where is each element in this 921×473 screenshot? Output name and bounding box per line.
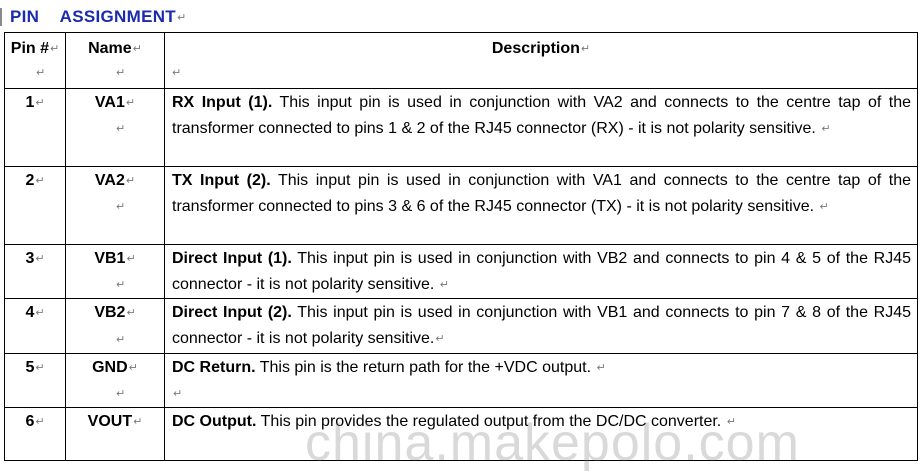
paragraph-mark-icon: ↵ bbox=[726, 416, 736, 429]
description-text: This input pin is used in conjunction wi… bbox=[172, 250, 912, 294]
paragraph-mark-icon: ↵ bbox=[580, 43, 591, 55]
paragraph-mark-icon: ↵ bbox=[126, 253, 136, 265]
description-text: This pin provides the regulated output f… bbox=[256, 413, 722, 431]
table-row: 5↵ GND↵↵ DC Return. This pin is the retu… bbox=[4, 352, 918, 409]
pin-name-cell: VA1↵↵ bbox=[65, 88, 165, 167]
pin-name-cell: VB2↵↵ bbox=[65, 298, 165, 354]
description-lead: DC Output. bbox=[172, 413, 257, 431]
description-lead: Direct Input (2). bbox=[172, 304, 292, 322]
pin-name-cell: GND↵↵ bbox=[65, 352, 165, 409]
header-pin: Pin #↵ ↵ bbox=[4, 32, 66, 89]
description-lead: TX Input (2). bbox=[172, 172, 271, 189]
paragraph-mark-icon: ↵ bbox=[116, 388, 126, 401]
table-row: 1↵ VA1↵↵ RX Input (1). This input pin is… bbox=[4, 88, 918, 167]
paragraph-mark-icon: ↵ bbox=[821, 123, 831, 135]
paragraph-mark-icon: ↵ bbox=[176, 11, 187, 24]
paragraph-mark-icon: ↵ bbox=[35, 253, 45, 265]
paragraph-mark-icon: ↵ bbox=[50, 43, 60, 55]
pin-description-cell: TX Input (2). This input pin is used in … bbox=[164, 166, 918, 245]
paragraph-mark-icon: ↵ bbox=[126, 307, 136, 320]
paragraph-mark-icon: ↵ bbox=[35, 416, 45, 429]
paragraph-mark-icon: ↵ bbox=[128, 361, 138, 374]
pin-number-cell: 3↵ bbox=[4, 243, 66, 300]
table-header-row: Pin #↵ ↵ Name↵ ↵ Description↵ ↵ bbox=[4, 32, 918, 89]
pin-name-cell: VOUT↵ bbox=[65, 407, 165, 462]
table-row: 2↵ VA2↵↵ TX Input (2). This input pin is… bbox=[4, 166, 918, 245]
table-row: 4↵ VB2↵↵ Direct Input (2). This input pi… bbox=[4, 298, 918, 354]
paragraph-mark-icon: ↵ bbox=[35, 97, 45, 109]
pin-number-cell: 2↵ bbox=[4, 166, 66, 245]
pin-description-cell: Direct Input (1). This input pin is used… bbox=[164, 243, 918, 300]
description-text: This input pin is used in conjunction wi… bbox=[172, 94, 911, 138]
paragraph-mark-icon: ↵ bbox=[116, 279, 126, 292]
pin-name-cell: VA2↵↵ bbox=[65, 166, 165, 245]
pin-description-cell: DC Return. This pin is the return path f… bbox=[164, 352, 918, 409]
pin-assignment-table: Pin #↵ ↵ Name↵ ↵ Description↵ ↵ 1↵ VA1↵↵… bbox=[4, 32, 918, 462]
paragraph-mark-icon: ↵ bbox=[596, 361, 606, 374]
description-lead: DC Return. bbox=[172, 359, 256, 377]
paragraph-mark-icon: ↵ bbox=[125, 175, 136, 187]
section-title-text: PIN ASSIGNMENT bbox=[10, 7, 176, 26]
paragraph-mark-icon: ↵ bbox=[132, 43, 142, 55]
pin-number-cell: 4↵ bbox=[4, 298, 66, 354]
paragraph-mark-icon: ↵ bbox=[125, 97, 136, 109]
section-title: PIN ASSIGNMENT↵ bbox=[0, 6, 186, 28]
paragraph-mark-icon: ↵ bbox=[116, 333, 126, 346]
description-text: This input pin is used in conjunction wi… bbox=[172, 172, 911, 216]
paragraph-mark-icon: ↵ bbox=[35, 175, 45, 187]
paragraph-mark-icon: ↵ bbox=[819, 201, 829, 213]
paragraph-mark-icon: ↵ bbox=[435, 333, 445, 346]
pin-description-cell: DC Output. This pin provides the regulat… bbox=[164, 407, 918, 462]
paragraph-mark-icon: ↵ bbox=[116, 201, 126, 214]
pin-number-cell: 1↵ bbox=[4, 88, 66, 167]
paragraph-mark-icon: ↵ bbox=[116, 67, 126, 79]
description-lead: Direct Input (1). bbox=[172, 250, 292, 267]
paragraph-mark-icon: ↵ bbox=[35, 361, 45, 374]
paragraph-mark-icon: ↵ bbox=[133, 416, 143, 429]
table-row: 6↵ VOUT↵ DC Output. This pin provides th… bbox=[4, 407, 918, 462]
pin-number-cell: 5↵ bbox=[4, 352, 66, 409]
pin-description-cell: Direct Input (2). This input pin is used… bbox=[164, 298, 918, 354]
header-description: Description↵ ↵ bbox=[164, 32, 918, 89]
header-name: Name↵ ↵ bbox=[65, 32, 165, 89]
paragraph-mark-icon: ↵ bbox=[116, 123, 126, 136]
paragraph-mark-icon: ↵ bbox=[35, 307, 45, 320]
pin-name-cell: VB1↵↵ bbox=[65, 243, 165, 300]
description-lead: RX Input (1). bbox=[172, 94, 273, 111]
paragraph-mark-icon: ↵ bbox=[36, 67, 46, 79]
paragraph-mark-icon: ↵ bbox=[439, 279, 450, 291]
table-row: 3↵ VB1↵↵ Direct Input (1). This input pi… bbox=[4, 243, 918, 300]
paragraph-mark-icon: ↵ bbox=[173, 388, 183, 401]
description-text: This pin is the return path for the +VDC… bbox=[255, 359, 592, 377]
pin-description-cell: RX Input (1). This input pin is used in … bbox=[164, 88, 918, 167]
description-text: This input pin is used in conjunction wi… bbox=[172, 304, 912, 348]
pin-number-cell: 6↵ bbox=[4, 407, 66, 462]
title-marker bbox=[0, 8, 2, 26]
paragraph-mark-icon: ↵ bbox=[172, 67, 182, 79]
